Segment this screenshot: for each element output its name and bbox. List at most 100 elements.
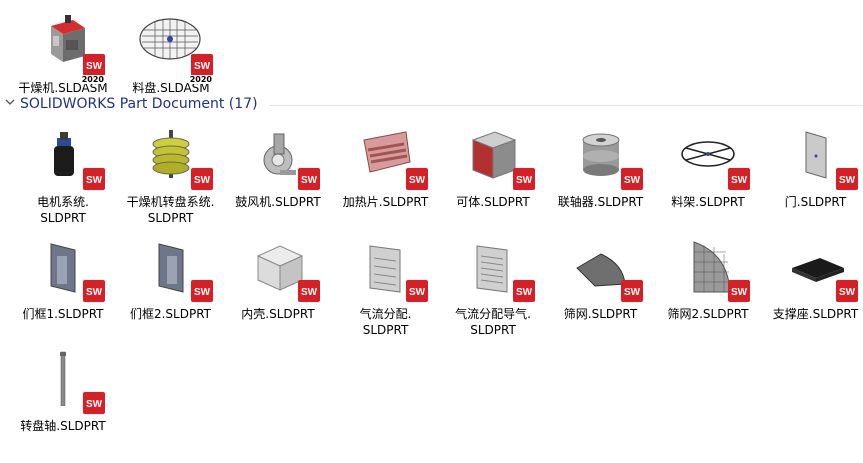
solidworks-badge-icon: SW [190,168,213,190]
file-thumbnail: SW [780,232,858,304]
door-part-icon [805,131,826,179]
solidworks-badge-icon: SW [728,280,750,302]
solidworks-badge-icon: SW [83,392,105,414]
shaft-part-icon [60,351,66,406]
airflow-part-icon [369,245,400,293]
file-thumbnail: SW [27,232,105,304]
file-item[interactable]: SW 电机系统.SLDPRT [10,120,116,226]
file-name: 们框2.SLDPRT [129,307,212,321]
file-item[interactable]: SW 干燥机转盘系统.SLDPRT [118,120,224,226]
assembly-dryer-icon [51,15,85,62]
heater-part-icon [362,131,411,173]
solidworks-badge-icon: SW [728,168,750,190]
file-name: 内壳.SLDPRT [241,307,315,321]
box-part-icon [471,131,517,179]
file-item[interactable]: SW 联轴器.SLDPRT [548,120,654,210]
svg-text:SW: SW [623,287,640,298]
version-badge: 2020 [188,75,213,84]
file-thumbnail: SW [27,120,105,192]
file-thumbnail: SW [27,344,105,416]
file-item[interactable]: SW 加热片.SLDPRT [333,120,439,210]
file-thumbnail: SW [135,120,213,192]
inner-shell-part-icon [256,245,304,291]
svg-text:SW: SW [408,175,425,186]
file-thumbnail: SW [457,120,535,192]
chevron-down-icon[interactable] [5,97,15,107]
solidworks-badge-icon: SW [190,280,213,302]
blower-part-icon [263,133,296,175]
file-name: 干燥机.SLDASM [18,81,108,95]
file-name: 鼓风机.SLDPRT [235,195,321,209]
file-thumbnail: SW [242,232,320,304]
file-name: 筛网2.SLDPRT [667,307,749,321]
file-name: 电机系统.SLDPRT [37,195,89,225]
solidworks-badge-icon: SW [298,280,320,302]
svg-text:SW: SW [194,61,211,72]
file-item[interactable]: SW 们框1.SLDPRT [10,232,116,322]
file-name: 门.SLDPRT [784,195,847,209]
svg-text:SW: SW [86,61,103,72]
file-name: 加热片.SLDPRT [342,195,429,209]
file-thumbnail: SW [672,232,750,304]
assembly-tray-icon [139,18,201,60]
file-item[interactable]: SW 转盘轴.SLDPRT [10,344,116,434]
file-thumbnail: SW [135,232,213,304]
solidworks-badge-icon: SW [191,54,213,76]
svg-text:SW: SW [838,287,855,298]
svg-text:SW: SW [193,175,210,186]
solidworks-badge-icon: SW [83,168,105,190]
file-name: 筛网.SLDPRT [563,307,638,321]
solidworks-badge-icon: SW [298,168,320,190]
svg-text:SW: SW [86,175,103,186]
svg-text:SW: SW [731,287,748,298]
turntable-part-icon [152,130,189,178]
file-item[interactable]: SW 2020 料盘.SLDASM [118,6,224,96]
file-item[interactable]: SW 气流分配导气.SLDPRT [440,232,546,338]
file-item[interactable]: SW 筛网.SLDPRT [548,232,654,322]
solidworks-badge-icon: SW [513,280,535,302]
file-name: 料盘.SLDASM [132,81,210,95]
file-item[interactable]: SW 鼓风机.SLDPRT [225,120,331,210]
version-badge: 2020 [80,75,105,84]
file-thumbnail: SW 2020 [135,6,213,84]
svg-text:SW: SW [301,287,318,298]
file-thumbnail: SW [350,120,428,192]
file-thumbnail: SW [350,232,428,304]
file-thumbnail: SW [565,232,643,304]
group-header[interactable]: SOLIDWORKS Part Document (17) [0,94,863,116]
file-name: 转盘轴.SLDPRT [20,419,106,433]
file-thumbnail: SW [780,120,858,192]
svg-text:SW: SW [301,175,318,186]
file-item[interactable]: SW 支撑座.SLDPRT [763,232,863,322]
solidworks-badge-icon: SW [83,54,105,76]
group-divider [270,105,863,106]
file-name: 气流分配导气.SLDPRT [455,307,531,337]
file-item[interactable]: SW 2020 干燥机.SLDASM [10,6,116,96]
file-item[interactable]: SW 筛网2.SLDPRT [655,232,761,322]
file-item[interactable]: SW 门.SLDPRT [763,120,863,210]
solidworks-badge-icon: SW [620,280,643,302]
svg-text:SW: SW [408,287,425,298]
file-item[interactable]: SW 内壳.SLDPRT [225,232,331,322]
file-name: 们框1.SLDPRT [22,307,104,321]
group-title: SOLIDWORKS Part Document (17) [20,96,258,112]
support-part-icon [791,258,844,282]
file-item[interactable]: SW 们框2.SLDPRT [118,232,224,322]
file-name: 可体.SLDPRT [456,195,530,209]
frame1-part-icon [50,243,76,293]
file-name: 支撑座.SLDPRT [772,307,859,321]
file-thumbnail: SW [565,120,643,192]
file-name: 干燥机转盘系统.SLDPRT [126,195,215,225]
file-name: 联轴器.SLDPRT [557,195,644,209]
frame2-part-icon [158,243,183,293]
svg-text:SW: SW [516,175,533,186]
solidworks-badge-icon: SW [620,168,643,190]
solidworks-badge-icon: SW [83,280,105,302]
file-item[interactable]: SW 可体.SLDPRT [440,120,546,210]
svg-text:SW: SW [193,287,210,298]
solidworks-badge-icon: SW [405,280,428,302]
solidworks-badge-icon: SW [513,168,535,190]
svg-text:SW: SW [623,175,640,186]
